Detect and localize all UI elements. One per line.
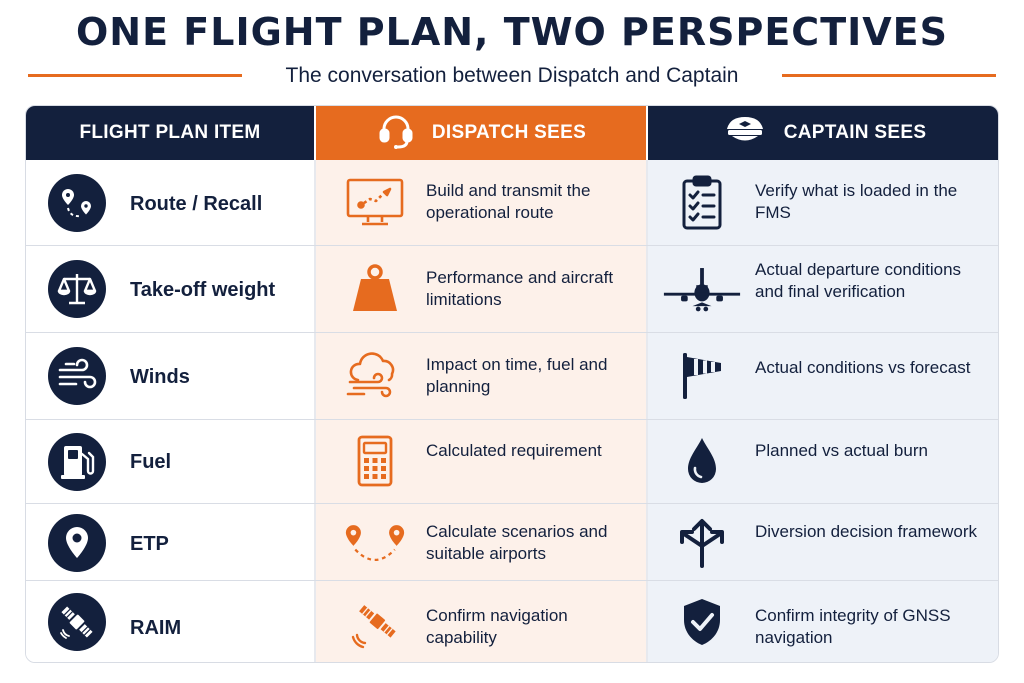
scale-icon [48, 260, 106, 318]
item-column-bg [26, 160, 314, 662]
subtitle: The conversation between Dispatch and Ca… [285, 64, 739, 87]
subtitle-row: The conversation between Dispatch and Ca… [0, 62, 1024, 92]
captain-text: Verify what is loaded in the FMS [755, 181, 958, 222]
checklist-icon [662, 175, 742, 230]
satellite-signal-icon [344, 599, 406, 649]
captain-text: Actual conditions vs forecast [755, 358, 971, 377]
dispatch-text: Calculated requirement [426, 441, 602, 460]
captain-column-bg [648, 160, 998, 662]
dispatch-text: Performance and aircraft limitations [426, 268, 614, 309]
monitor-route-icon [344, 178, 406, 228]
windsock-icon [662, 349, 742, 403]
dispatch-text: Build and transmit the operational route [426, 181, 591, 222]
captain-text: Actual departure conditions and final ve… [755, 260, 962, 301]
row-divider [26, 503, 998, 504]
header-dispatch: DISPATCH SEES [316, 106, 646, 160]
pilot-cap-icon [722, 113, 784, 153]
table-row: Take-off weight Performance and aircraft… [26, 246, 998, 333]
row-item-label: ETP [130, 533, 169, 555]
subtitle-rule-left [28, 74, 242, 77]
dispatch-text: Calculate scenarios and suitable airport… [426, 522, 608, 563]
calculator-icon [344, 435, 406, 487]
row-item-label: RAIM [130, 617, 182, 639]
row-divider [26, 245, 998, 246]
table-row: RAIM Confirm navigation capability Confi… [26, 581, 998, 662]
comparison-table: FLIGHT PLAN ITEM DISPATCH SEES [25, 105, 999, 663]
page-title: ONE FLIGHT PLAN, TWO PERSPECTIVES [76, 10, 948, 54]
location-pin-icon [48, 514, 106, 572]
fuel-drop-icon [662, 434, 742, 488]
header-item: FLIGHT PLAN ITEM [26, 106, 314, 160]
subtitle-rule-right [782, 74, 996, 77]
row-divider [26, 332, 998, 333]
dispatch-text: Impact on time, fuel and planning [426, 355, 608, 396]
captain-text: Planned vs actual burn [755, 441, 928, 460]
header-captain-label: CAPTAIN SEES [783, 122, 927, 143]
table-row: ETP Calculate scenarios and suitable air… [26, 504, 998, 581]
row-item-label: Route / Recall [130, 193, 263, 215]
column-divider [646, 160, 648, 662]
diverging-arrows-icon [662, 516, 742, 570]
captain-text: Confirm integrity of GNSS navigation [755, 606, 951, 647]
dispatch-text: Confirm navigation capability [426, 606, 568, 647]
route-icon [48, 174, 106, 232]
captain-text: Diversion decision framework [755, 522, 978, 541]
two-pins-icon [344, 518, 406, 568]
table-row: Route / Recall Build and transmit the op… [26, 160, 998, 246]
wind-icon [48, 347, 106, 405]
header-item-label: FLIGHT PLAN ITEM [79, 122, 261, 143]
header-captain: CAPTAIN SEES [648, 106, 998, 160]
row-item-label: Take-off weight [130, 279, 276, 301]
row-item-label: Winds [130, 366, 190, 388]
header-dispatch-label: DISPATCH SEES [431, 122, 587, 143]
fuel-pump-icon [48, 433, 106, 491]
weight-icon [344, 264, 406, 314]
column-divider [314, 160, 316, 662]
table-row: Winds Impact on time, fuel and planning … [26, 333, 998, 420]
cloud-wind-icon [344, 351, 406, 401]
row-divider [26, 580, 998, 581]
table-header: FLIGHT PLAN ITEM DISPATCH SEES [26, 106, 998, 160]
shield-check-icon [662, 595, 742, 649]
dispatch-column-bg [316, 160, 646, 662]
row-divider [26, 419, 998, 420]
row-item-label: Fuel [130, 451, 172, 473]
airplane-icon [662, 262, 742, 316]
headset-icon [376, 110, 432, 156]
table-row: Fuel Calculated requirement Planned vs a… [26, 420, 998, 504]
satellite-icon [48, 593, 106, 651]
